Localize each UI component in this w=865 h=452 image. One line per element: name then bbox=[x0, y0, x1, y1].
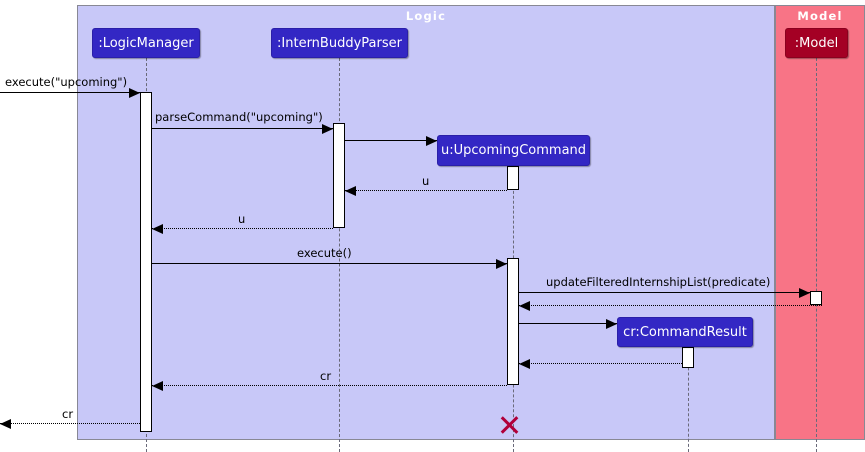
activation-bar-upcomingcommand bbox=[507, 166, 519, 190]
activation-bar-upcomingcommand bbox=[507, 258, 519, 385]
participant-box-logicmanager[interactable]: :LogicManager bbox=[92, 28, 200, 58]
message-line-m5 bbox=[152, 228, 333, 229]
activation-bar-internbuddyparser bbox=[333, 123, 345, 228]
arrow-head-m3 bbox=[426, 135, 437, 146]
message-line-m8 bbox=[519, 305, 822, 306]
partition-title-model: Model bbox=[797, 9, 843, 23]
participant-label-logicmanager: :LogicManager bbox=[98, 35, 194, 51]
message-label-m6: execute() bbox=[297, 246, 352, 260]
partition-model: Model bbox=[775, 5, 865, 440]
lifeline-model bbox=[816, 58, 817, 452]
arrow-head-m2 bbox=[322, 123, 333, 134]
arrow-head-m7 bbox=[799, 287, 810, 298]
participant-box-upcomingcommand[interactable]: u:UpcomingCommand bbox=[437, 135, 590, 166]
participant-box-internbuddyparser[interactable]: :InternBuddyParser bbox=[271, 28, 408, 58]
arrow-head-m8 bbox=[519, 300, 530, 311]
destroy-marker-upcomingcommand bbox=[499, 414, 521, 436]
message-label-m12: cr bbox=[62, 407, 74, 421]
message-line-m2 bbox=[152, 128, 333, 129]
arrow-head-m6 bbox=[496, 258, 507, 269]
arrow-head-m5 bbox=[152, 223, 163, 234]
message-label-m7: updateFilteredInternshipList(predicate) bbox=[546, 275, 771, 289]
participant-label-model: :Model bbox=[794, 35, 839, 51]
message-label-m5: u bbox=[238, 212, 246, 226]
lifeline-commandresult bbox=[688, 347, 689, 452]
participant-box-model[interactable]: :Model bbox=[785, 28, 848, 58]
message-line-m3 bbox=[345, 140, 437, 141]
message-label-m1: execute("upcoming") bbox=[5, 75, 128, 89]
arrow-head-m1 bbox=[129, 87, 140, 98]
message-line-m9 bbox=[519, 323, 617, 324]
partition-logic: Logic bbox=[77, 5, 775, 440]
message-line-m6 bbox=[152, 263, 507, 264]
arrow-head-m11 bbox=[152, 380, 163, 391]
activation-bar-model bbox=[810, 291, 822, 305]
message-line-m12 bbox=[0, 423, 140, 424]
message-line-m1 bbox=[0, 92, 140, 93]
arrow-head-m12 bbox=[0, 418, 11, 429]
arrow-head-m9 bbox=[606, 318, 617, 329]
arrow-head-m4 bbox=[345, 185, 356, 196]
lifeline-internbuddyparser bbox=[339, 58, 340, 452]
activation-bar-commandresult bbox=[682, 347, 694, 368]
message-line-m10 bbox=[519, 363, 682, 364]
participant-label-commandresult: cr:CommandResult bbox=[623, 324, 747, 340]
partition-title-logic: Logic bbox=[405, 9, 447, 23]
message-line-m11 bbox=[152, 385, 507, 386]
message-label-m2: parseCommand("upcoming") bbox=[155, 110, 323, 124]
participant-label-upcomingcommand: u:UpcomingCommand bbox=[440, 143, 587, 158]
arrow-head-m10 bbox=[519, 358, 530, 369]
message-label-m4: u bbox=[422, 174, 430, 188]
participant-box-commandresult[interactable]: cr:CommandResult bbox=[617, 317, 753, 347]
message-line-m4 bbox=[345, 190, 507, 191]
message-label-m11: cr bbox=[320, 369, 332, 383]
message-line-m7 bbox=[519, 292, 810, 293]
activation-bar-logicmanager bbox=[140, 92, 152, 432]
participant-label-internbuddyparser: :InternBuddyParser bbox=[277, 35, 402, 51]
